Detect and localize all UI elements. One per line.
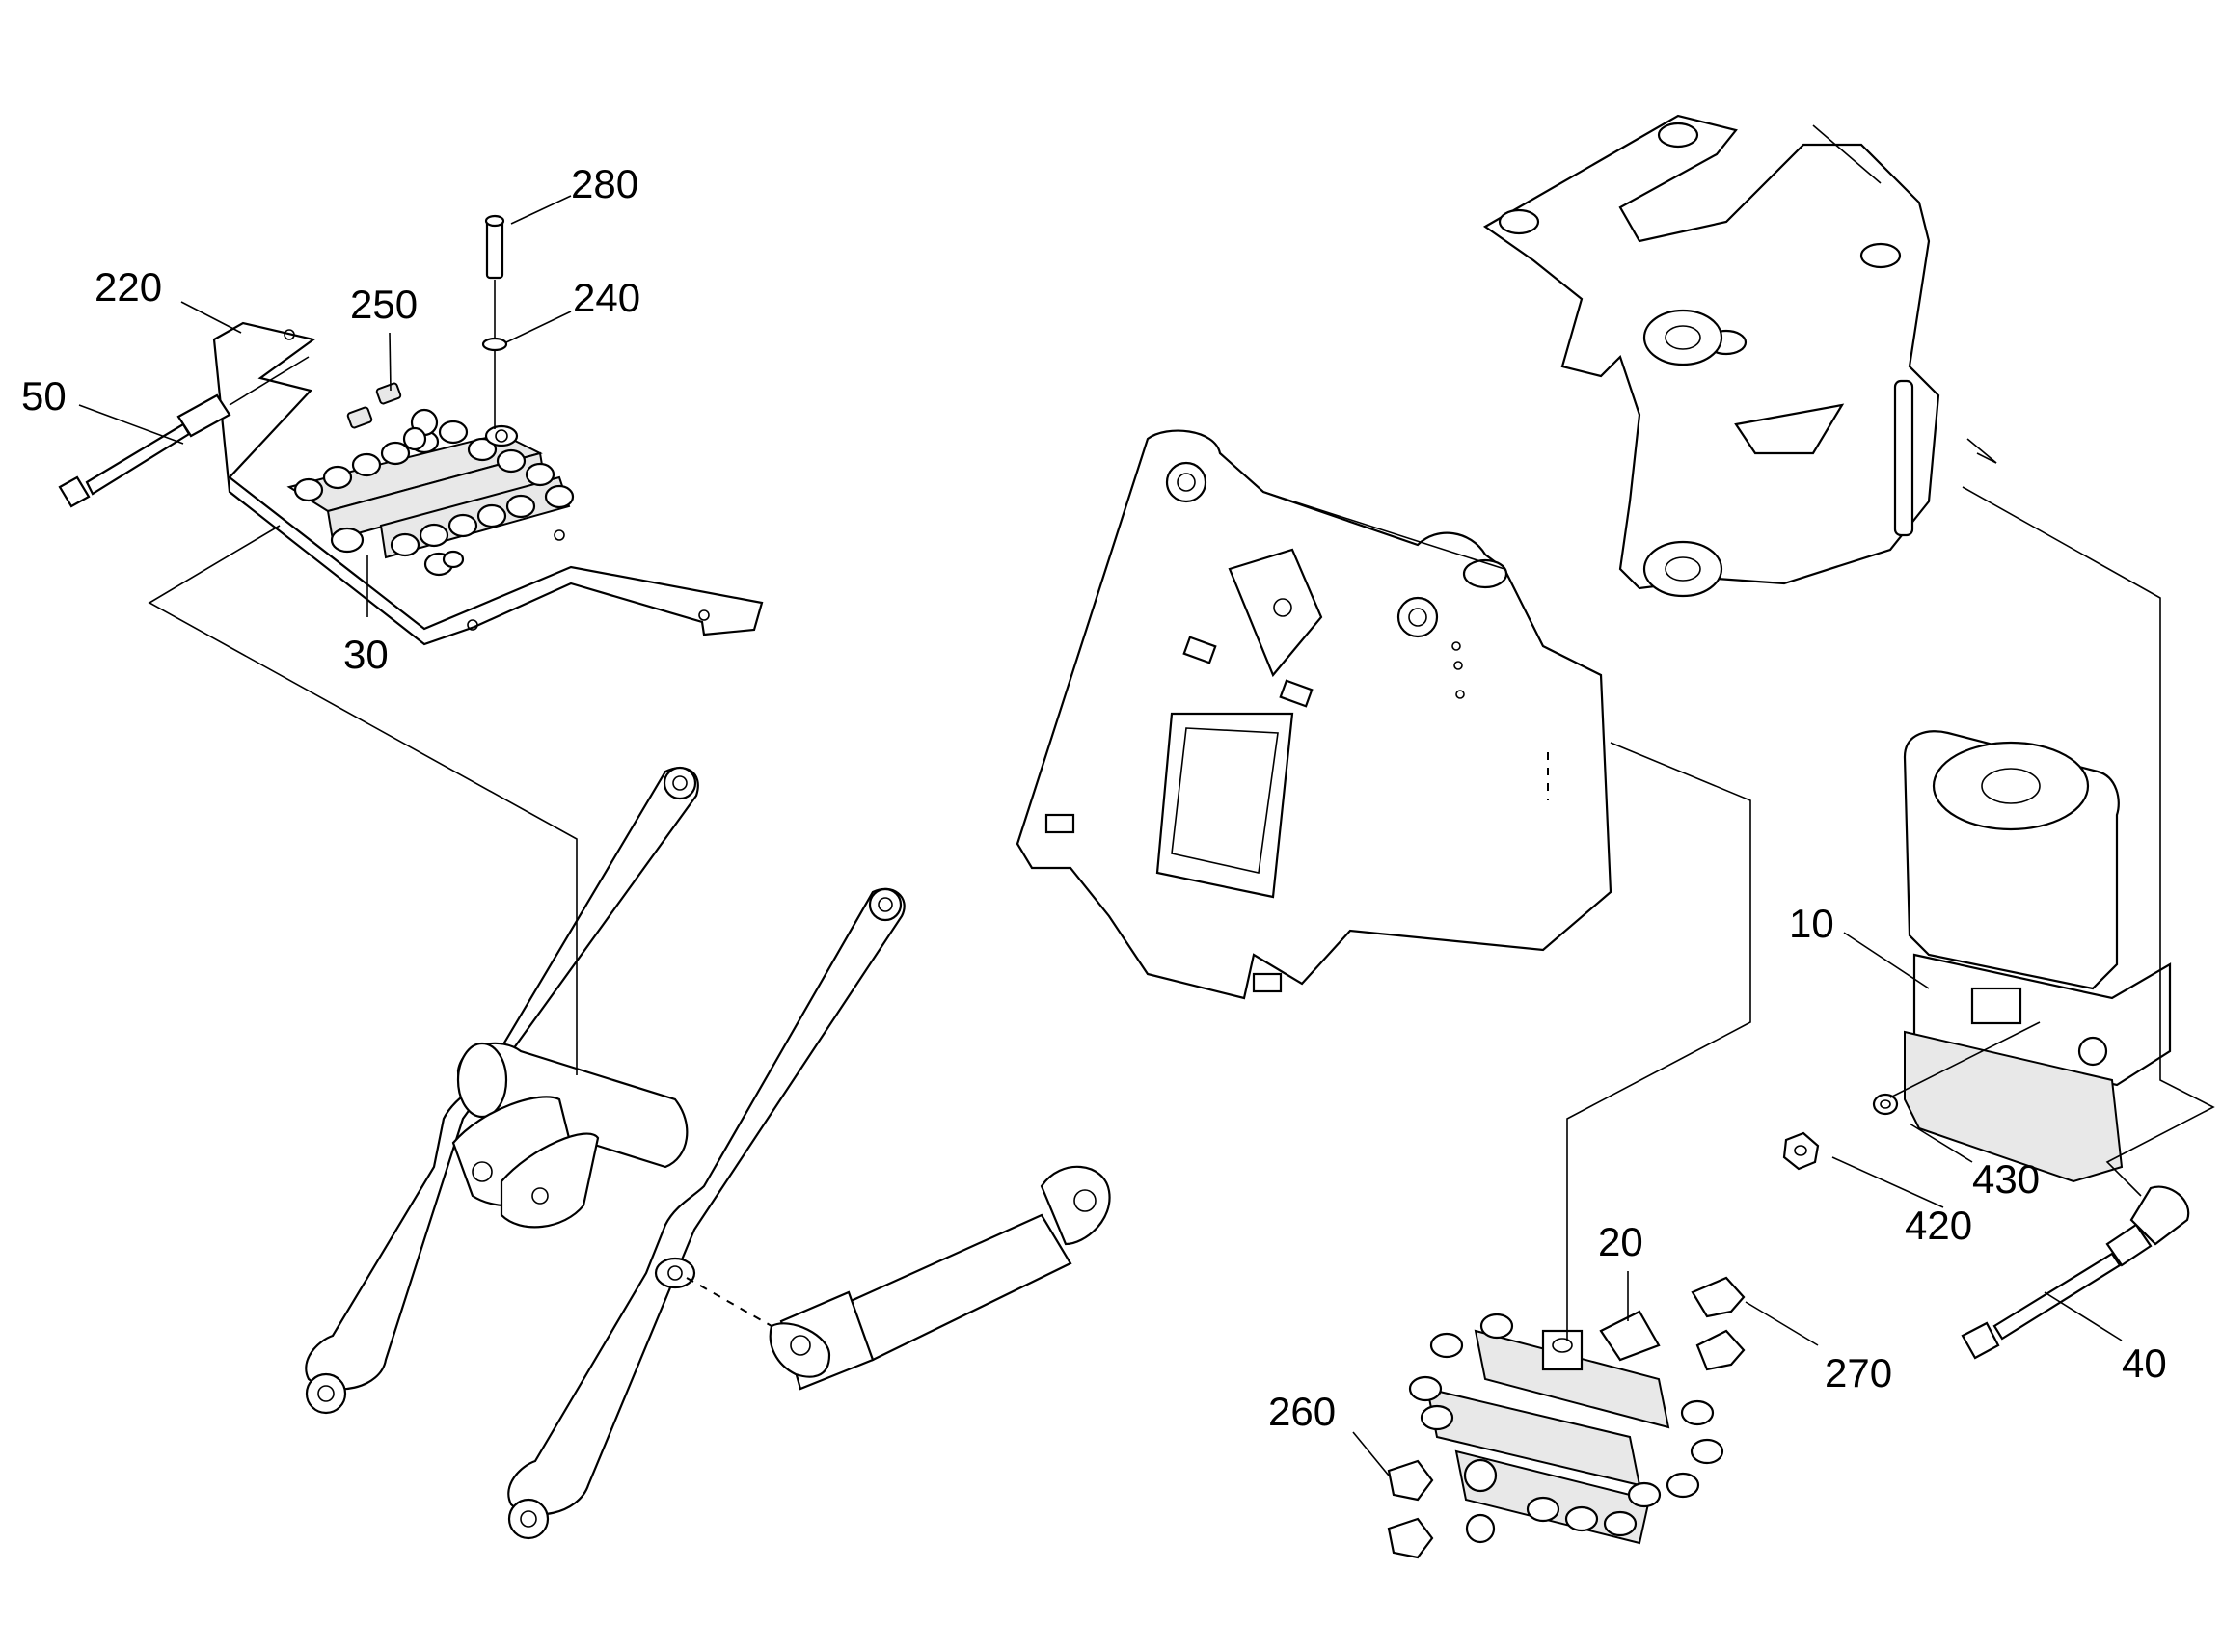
fitting-250 [346,382,439,451]
distributor-block-30 [286,420,575,577]
bolt-280 [484,214,505,429]
label-420: 420 [1905,1203,1972,1248]
label-30: 30 [343,632,389,677]
label-20: 20 [1598,1219,1643,1264]
washer-430 [1872,1093,1899,1116]
fitting-270 [1691,1276,1746,1371]
leader-lines [78,195,2123,1476]
hose-40 [1961,1185,2190,1360]
washer-240 [481,337,508,352]
distributor-block-20 [1408,1310,1724,1545]
front-frame [1482,114,1997,598]
label-220: 220 [95,264,162,310]
label-40: 40 [2122,1341,2167,1386]
label-240: 240 [573,275,640,320]
fitting-260 [1387,1459,1434,1559]
label-250: 250 [350,282,418,327]
label-280: 280 [571,161,638,206]
label-260: 260 [1268,1389,1336,1434]
rear-frame [1016,429,1612,1000]
label-10: 10 [1789,901,1834,946]
lift-arm-frame [305,766,906,1540]
label-270: 270 [1825,1350,1892,1395]
pump-unit-10 [1903,730,2172,1183]
mounting-plate-220 [212,321,764,646]
nut-420 [1782,1131,1820,1171]
assembly-lines [148,486,2215,1341]
lift-cylinder [686,1165,1111,1391]
label-50: 50 [21,373,67,419]
hose-50 [58,356,310,508]
label-430: 430 [1972,1156,2040,1202]
